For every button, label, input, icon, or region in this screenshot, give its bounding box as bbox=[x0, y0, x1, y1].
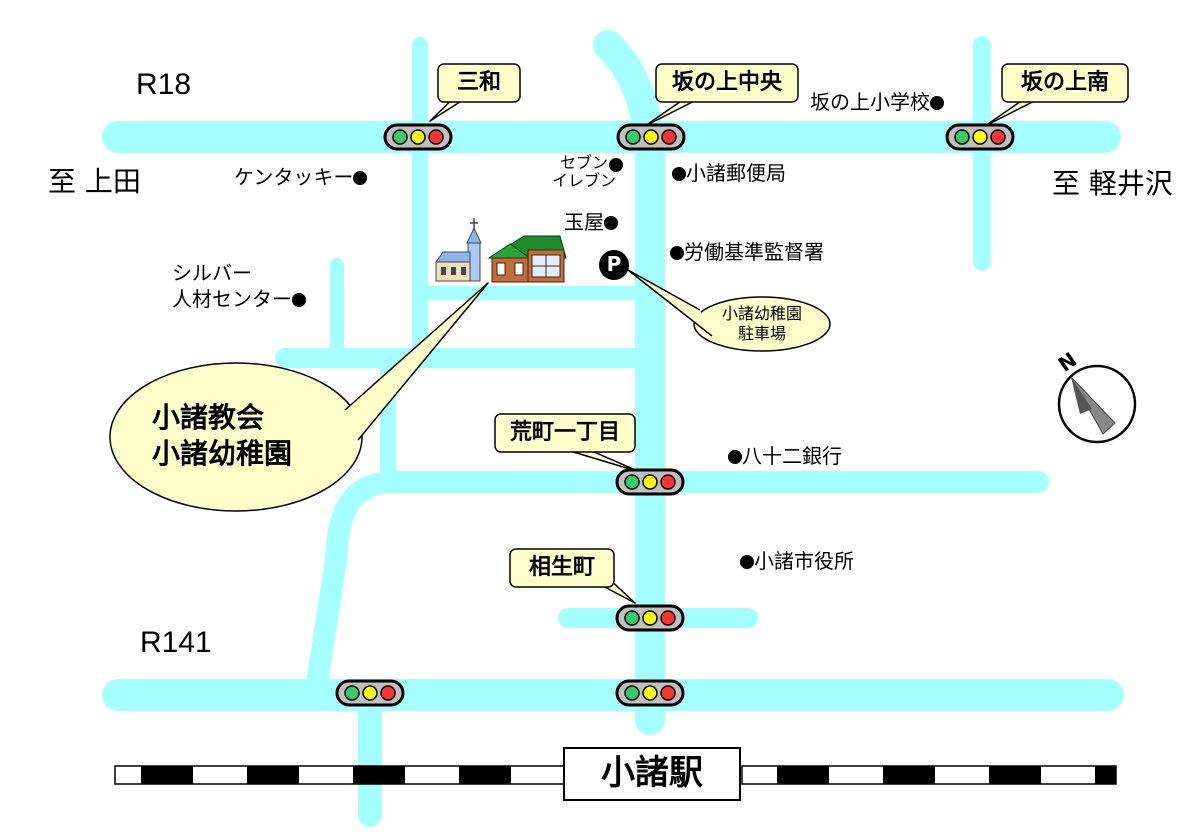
destination-callout-text: 小諸教会小諸幼稚園 bbox=[152, 400, 292, 473]
signal-label-sakanoue-minami: 坂の上南 bbox=[1020, 70, 1109, 95]
landmark-silver-center: シルバー人材センター bbox=[172, 260, 306, 312]
location-dot-icon bbox=[930, 96, 944, 110]
location-dot-icon bbox=[609, 158, 623, 172]
landmark-hachijuni-bank-label: 八十二銀行 bbox=[742, 444, 842, 468]
destination-east: 至 軽井沢 bbox=[1052, 167, 1173, 200]
callout-box-aioicho bbox=[509, 548, 615, 588]
road-diagonal-south bbox=[305, 471, 661, 701]
location-dot-icon bbox=[740, 555, 754, 569]
landmark-tamaya: 玉屋 bbox=[564, 212, 618, 232]
signal-aioicho-icon bbox=[615, 604, 685, 632]
station-box bbox=[563, 747, 741, 801]
callout-box-sakanoue-chuo bbox=[655, 63, 799, 103]
callout-box-sakanoue-minami bbox=[1001, 63, 1129, 103]
signal-label-aioicho: 相生町 bbox=[528, 555, 595, 580]
signal-r141-main-icon bbox=[615, 679, 685, 707]
signal-r141-west-icon bbox=[335, 679, 405, 707]
landmark-sakanoue-school: 坂の上小学校 bbox=[810, 92, 944, 112]
route-label-r141: R141 bbox=[140, 626, 212, 659]
landmark-kentucky-label: ケンタッキー bbox=[234, 165, 354, 189]
landmark-sakanoue-school-label: 坂の上小学校 bbox=[810, 90, 930, 114]
landmark-labor-office: 労働基準監督署 bbox=[670, 242, 824, 262]
landmark-seven-eleven-label-1: セブン bbox=[560, 153, 609, 172]
callout-box-aramachi bbox=[494, 413, 636, 453]
location-dot-icon bbox=[604, 216, 618, 230]
signal-label-aramachi: 荒町一丁目 bbox=[509, 420, 620, 445]
landmark-post-office: 小諸郵便局 bbox=[672, 163, 786, 183]
landmark-city-hall: 小諸市役所 bbox=[740, 551, 854, 571]
parking-callout-shape bbox=[627, 269, 831, 352]
signal-label-sanwa: 三和 bbox=[456, 70, 501, 95]
station-name: 小諸駅 bbox=[601, 753, 703, 793]
location-dot-icon bbox=[353, 171, 368, 185]
destination-kindergarten-label: 小諸幼稚園 bbox=[152, 437, 293, 471]
landmark-seven-eleven: セブンイレブン bbox=[552, 153, 617, 191]
signal-label-sakanoue-chuo: 坂の上中央 bbox=[671, 70, 782, 95]
landmark-seven-eleven-label-2: イレブン bbox=[552, 171, 617, 191]
landmark-tamaya-label: 玉屋 bbox=[564, 210, 604, 234]
route-label-r18: R18 bbox=[136, 68, 192, 101]
landmark-hachijuni-bank: 八十二銀行 bbox=[728, 446, 842, 466]
location-dot-icon bbox=[292, 293, 306, 307]
destination-west: 至 上田 bbox=[48, 165, 141, 198]
signal-sanwa-icon bbox=[383, 123, 453, 151]
callout-box-sanwa bbox=[437, 63, 521, 103]
signal-aramachi-icon bbox=[615, 468, 685, 496]
parking-symbol: P bbox=[606, 252, 622, 276]
location-dot-icon bbox=[670, 246, 684, 260]
signal-sakanoue-minami-icon bbox=[945, 123, 1015, 151]
location-dot-icon bbox=[728, 450, 742, 464]
destination-church-label: 小諸教会 bbox=[152, 401, 265, 434]
landmark-labor-office-label: 労働基準監督署 bbox=[684, 240, 824, 264]
landmark-silver-label-1: シルバー bbox=[172, 261, 252, 285]
landmark-post-office-label: 小諸郵便局 bbox=[686, 161, 786, 185]
parking-callout-label: 小諸幼稚園駐車場 bbox=[702, 304, 822, 344]
parking-label-2: 駐車場 bbox=[737, 324, 786, 343]
landmark-city-hall-label: 小諸市役所 bbox=[754, 549, 854, 573]
destination-callout-shape bbox=[109, 282, 489, 512]
railway-line bbox=[114, 765, 1117, 785]
parking-icon bbox=[599, 250, 629, 280]
signal-sakanoue-chuo-icon bbox=[616, 123, 686, 151]
landmark-silver-label-2: 人材センター bbox=[172, 287, 292, 311]
parking-label-1: 小諸幼稚園 bbox=[721, 304, 802, 323]
compass-icon bbox=[1057, 364, 1137, 444]
landmark-kentucky: ケンタッキー bbox=[234, 165, 368, 189]
location-dot-icon bbox=[672, 167, 686, 181]
church-kindergarten-icon bbox=[435, 218, 567, 283]
